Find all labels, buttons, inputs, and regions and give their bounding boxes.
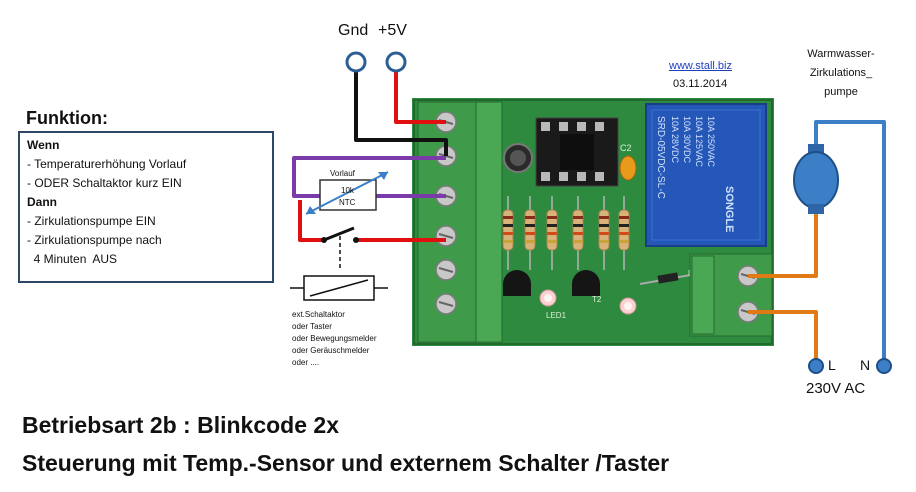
ntc-sensor [305, 171, 389, 215]
transistor-right [572, 270, 600, 296]
capacitor-label: C2 [620, 143, 632, 153]
ext-switch-line: ext.Schaltaktor [292, 310, 345, 319]
pump-label-line3: pumpe [824, 86, 858, 98]
electrolytic-capacitor [503, 143, 533, 173]
relay [645, 103, 767, 247]
ext-switch-line: oder Geräuschmelder [292, 346, 370, 355]
pump-label-line2: Zirkulations_ [809, 67, 873, 79]
ceramic-capacitor [619, 155, 637, 181]
pump-label-line1: Warmwasser- [807, 48, 875, 60]
led-left [539, 289, 557, 307]
resistor [546, 196, 558, 270]
pump-motor-icon [793, 144, 839, 214]
mains-n-terminal [876, 358, 892, 374]
terminal-screw [435, 225, 457, 247]
switch-contact [321, 226, 359, 270]
funktion-box: Wenn - Temperaturerhöhung Vorlauf - ODER… [18, 131, 274, 283]
funktion-line: Wenn [27, 138, 60, 152]
terminal-screw [435, 259, 457, 281]
gnd-terminal [345, 51, 367, 73]
title-line-1: Betriebsart 2b : Blinkcode 2x [22, 412, 339, 438]
transistor-left [503, 270, 531, 296]
pump-wire-orange-top [748, 212, 818, 278]
resistor [618, 196, 630, 270]
transistor-label: T2 [592, 295, 602, 304]
plus5v-label: +5V [378, 22, 407, 39]
switch-wire-left [298, 200, 322, 242]
funktion-heading: Funktion: [26, 108, 108, 128]
ext-switch-line: oder Taster [292, 322, 332, 331]
sensor-label: Vorlauf [330, 169, 356, 178]
resistor [524, 196, 536, 270]
ext-actuator-symbol [290, 275, 388, 301]
mains-wire-orange-l [748, 310, 818, 366]
mains-n-label: N [860, 357, 871, 373]
funktion-line: - Zirkulationspumpe EIN [27, 214, 156, 228]
mains-l-label: L [828, 357, 836, 373]
mains-voltage-label: 230V AC [806, 380, 866, 397]
date-label: 03.11.2014 [673, 78, 728, 90]
right-terminal-block [689, 253, 773, 337]
ext-switch-line: oder .... [292, 358, 320, 367]
plus5v-wire [394, 70, 446, 124]
funktion-line: - Zirkulationspumpe nach [27, 233, 162, 247]
gnd-wire [354, 70, 448, 156]
terminal-screw [435, 293, 457, 315]
title-line-2: Steuerung mit Temp.-Sensor und externem … [22, 450, 670, 476]
resistor [598, 196, 610, 270]
ext-switch-line: oder Bewegungsmelder [292, 334, 377, 343]
funktion-line: 4 Minuten AUS [27, 252, 118, 266]
resistor-array [502, 196, 630, 270]
pcb-edge [413, 99, 773, 345]
diode [639, 272, 697, 285]
funktion-line: Dann [27, 195, 57, 209]
led-right [619, 297, 637, 315]
relay-brand: SONGLE [723, 186, 735, 232]
relay-rating-4: 10A 28VDC [670, 116, 680, 164]
website-link[interactable]: www.stall.biz [669, 60, 732, 72]
sensor-type: NTC [339, 198, 356, 207]
relay-rating-1: 10A 250VAC [706, 116, 716, 167]
relay-rating-2: 10A 125VAC [694, 116, 704, 167]
resistor [572, 196, 584, 270]
gnd-label: Gnd [338, 22, 369, 39]
led-label: LED1 [546, 311, 567, 320]
mains-l-terminal [808, 358, 824, 374]
sensor-value: 10k [341, 186, 355, 195]
funktion-line: - ODER Schaltaktor kurz EIN [27, 176, 182, 190]
relay-rating-3: 10A 30VDC [682, 116, 692, 164]
ic-socket [535, 117, 619, 187]
relay-model: SRD-05VDC-SL-C [655, 116, 666, 199]
pump-wire-blue-n [814, 120, 886, 366]
resistor [502, 196, 514, 270]
sensor-wire-top [292, 156, 446, 198]
funktion-line: - Temperaturerhöhung Vorlauf [27, 157, 187, 171]
plus5v-terminal [385, 51, 407, 73]
